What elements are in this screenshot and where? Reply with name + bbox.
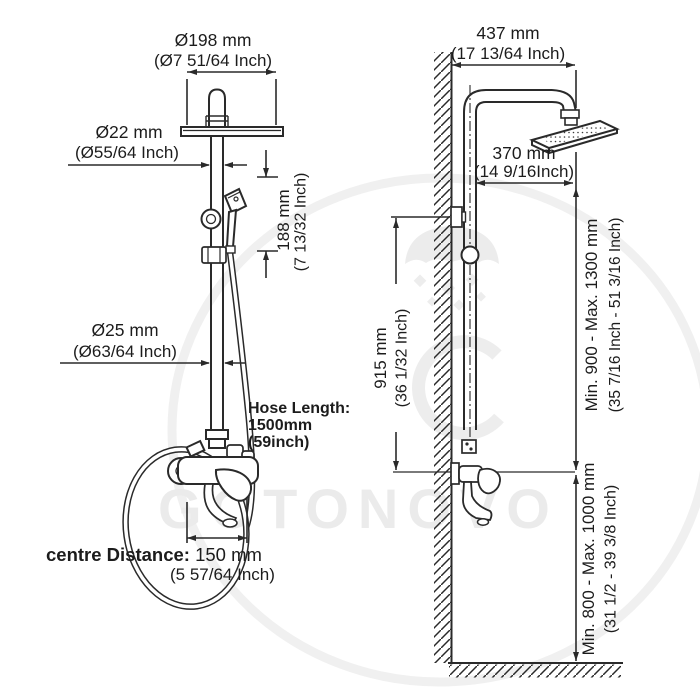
label-arm-mm: 437 mm (476, 23, 540, 43)
label-rail-inch: (36 1/32 Inch) (393, 308, 411, 408)
side-view-arrowheads (393, 62, 579, 661)
label-arm-inch: (17 13/64 Inch) (450, 44, 566, 63)
side-view-fixture (450, 85, 620, 526)
label-head-height-inch: (35 7/16 Inch - 51 3/16 Inch) (606, 217, 624, 413)
label-head-offset-mm: 370 mm (492, 143, 556, 163)
label-lower-pipe-mm: Ø25 mm (91, 320, 159, 340)
label-centre-distance-inch: (5 57/64 Inch) (170, 565, 275, 584)
label-upper-pipe-mm: Ø22 mm (95, 122, 163, 142)
label-hose-length-mm: 1500mm (248, 417, 313, 434)
label-centre-distance: centre Distance: 150 mm (46, 545, 262, 564)
centre-distance-value: 150 mm (195, 544, 262, 565)
centre-distance-caption: centre Distance: (46, 544, 190, 565)
label-slider-mm: 188 mm (274, 189, 294, 251)
label-head-offset-inch: (14 9/16Inch) (473, 162, 575, 181)
side-view-structure (434, 52, 623, 678)
front-view-arrowheads (187, 69, 275, 541)
front-view-fixture (122, 88, 284, 610)
label-head-height-mm: Min. 900 - Max. 1300 mm (582, 218, 602, 412)
label-head-diameter-mm: Ø198 mm (174, 30, 252, 50)
label-upper-pipe-inch: (Ø55/64 Inch) (75, 143, 179, 162)
label-hose-length-title: Hose Length: (248, 400, 351, 417)
label-hose-length-inch: (59inch) (248, 434, 310, 451)
label-valve-height-mm: Min. 800 - Max. 1000 mm (579, 462, 599, 656)
label-valve-height-inch: (31 1/2 - 39 3/8 Inch) (602, 484, 620, 634)
label-slider-inch: (7 13/32 Inch) (292, 172, 310, 272)
label-head-diameter-inch: (Ø7 51/64 Inch) (153, 51, 273, 70)
label-rail-mm: 915 mm (371, 327, 391, 389)
label-lower-pipe-inch: (Ø63/64 Inch) (73, 342, 177, 361)
